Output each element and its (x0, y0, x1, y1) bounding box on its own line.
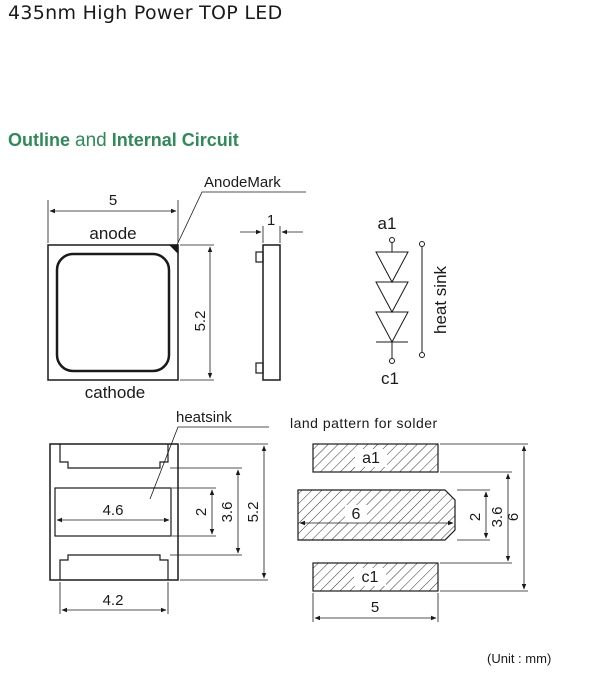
heat-sink-terminal-top (419, 241, 425, 247)
top-view (47, 191, 306, 381)
bottom-lead-bottom (59, 554, 169, 580)
bottom-body (49, 443, 179, 581)
diode-3 (375, 311, 409, 344)
bottom-h36-label: 3.6 (219, 502, 236, 523)
bottom-h52-label: 5.2 (245, 502, 262, 523)
anode-mark-label: AnodeMark (204, 174, 281, 191)
heat-sink-label: heat sink (431, 265, 450, 334)
bottom-lead-top (59, 444, 169, 469)
section-circuit-label: Internal Circuit (111, 130, 239, 150)
pad-width-label: 4.6 (103, 502, 124, 519)
heatsink-label: heatsink (176, 409, 232, 426)
land-c1-label: c1 (362, 569, 379, 586)
section-heading: Outline and Internal Circuit (8, 130, 239, 152)
land-dimensions (299, 443, 528, 622)
land-a1-label: a1 (362, 450, 380, 467)
package-body (47, 244, 179, 381)
top-height-label: 5.2 (192, 311, 209, 332)
diode-2 (375, 281, 409, 314)
land-h2-label: 2 (467, 513, 484, 521)
land-h36-label: 3.6 (489, 507, 506, 528)
anode-label: anode (89, 224, 136, 243)
diode-1 (375, 251, 409, 284)
land-pad-center (297, 489, 456, 541)
cathode-terminal (389, 358, 395, 364)
top-width-label: 5 (109, 192, 117, 209)
side-lead-bottom (255, 362, 264, 374)
anode-terminal (389, 237, 395, 243)
heatsink-pad (54, 487, 172, 537)
side-body (262, 244, 281, 381)
bottom-width-label: 4.2 (103, 592, 124, 609)
section-and-label: and (75, 130, 107, 151)
heatsink-leader (149, 426, 269, 500)
anode-mark-leader (175, 191, 306, 248)
land-width-label: 5 (371, 599, 379, 616)
circuit-c1-label: c1 (381, 369, 399, 388)
land-pattern-title: land pattern for solder (290, 415, 438, 431)
land-h6-label: 6 (505, 513, 522, 521)
side-lead-top (255, 251, 264, 263)
circuit-a1-label: a1 (378, 214, 397, 233)
side-thickness-label: 1 (267, 212, 275, 229)
side-view (240, 226, 303, 381)
bottom-view (49, 426, 269, 614)
unit-note: (Unit : mm) (487, 651, 552, 666)
bottom-h2-label: 2 (193, 508, 210, 516)
land-center-label: 6 (352, 506, 361, 523)
cathode-label: cathode (85, 383, 146, 402)
internal-circuit (375, 237, 425, 364)
package-lens (55, 252, 171, 373)
heat-sink-terminal-bottom (419, 352, 425, 358)
section-outline-label: Outline (8, 130, 70, 150)
page-title: 435nm High Power TOP LED (8, 2, 283, 24)
